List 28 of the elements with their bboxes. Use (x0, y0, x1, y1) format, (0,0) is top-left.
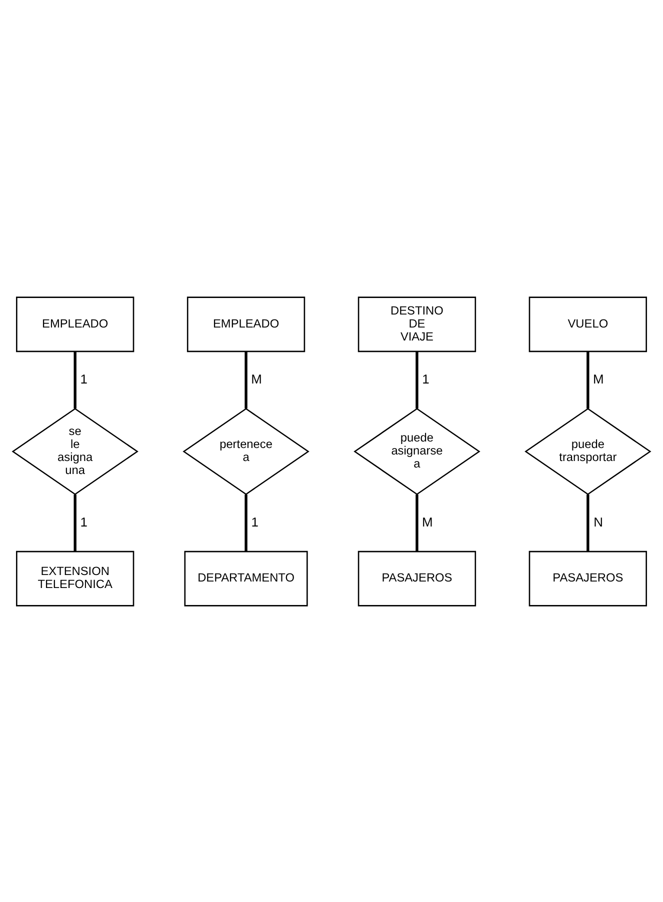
connector (586, 351, 590, 408)
node-box: EMPLEADO (186, 296, 306, 352)
node-box: DEPARTAMENTO (184, 550, 308, 606)
edge-label: 1 (80, 514, 88, 529)
node-box: EXTENSION TELEFONICA (16, 550, 134, 606)
node-box: DESTINO DE VIAJE (358, 296, 476, 352)
edge-label: 1 (80, 370, 88, 386)
node-box: VUELO (528, 296, 647, 352)
edge-label: M (422, 514, 433, 529)
node-diamond: pertenece a (182, 407, 310, 495)
connector (244, 351, 248, 408)
edge-label: N (594, 514, 604, 529)
edge-label: M (592, 370, 604, 386)
connector (416, 494, 418, 552)
connector (416, 351, 418, 408)
connector (74, 494, 76, 552)
node-box: PASAJEROS (358, 550, 476, 606)
edge-label: 1 (422, 370, 430, 386)
edge-label: 1 (251, 514, 258, 529)
node-box: PASAJEROS (528, 550, 647, 606)
node-diamond: puede transportar (524, 407, 652, 495)
connector (244, 494, 248, 552)
edge-label: M (251, 370, 262, 386)
node-box: EMPLEADO (16, 296, 134, 352)
connector (74, 351, 76, 408)
node-diamond: puede asignarse a (354, 407, 480, 495)
node-diamond: se le asigna una (12, 407, 138, 495)
connector (586, 494, 590, 552)
